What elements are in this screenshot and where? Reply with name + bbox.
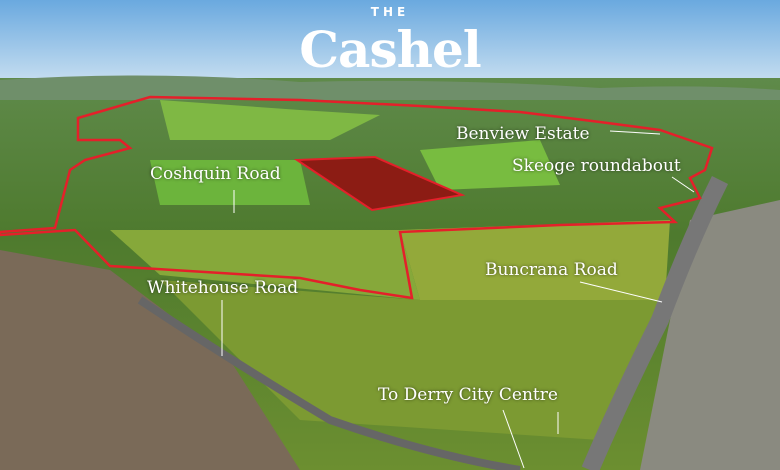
arrows (221, 130, 695, 469)
highlighted-plot (293, 155, 466, 212)
label-whitehouse-road: Whitehouse Road (147, 278, 299, 298)
logo-the: THE (370, 5, 410, 19)
field (160, 100, 380, 140)
whitehouse-road (137, 296, 521, 470)
field (420, 140, 560, 190)
logo-cashel: Cashel (299, 20, 482, 79)
label-benview-estate: Benview Estate (456, 124, 590, 144)
label-skeoge-roundabout: Skeoge roundabout (512, 156, 681, 176)
label-buncrana-road: Buncrana Road (485, 260, 618, 280)
field (110, 230, 420, 300)
sky (0, 0, 780, 90)
housing-left (0, 250, 300, 470)
field (150, 160, 310, 205)
housing-right (640, 200, 780, 470)
site-boundary (0, 95, 714, 300)
field (400, 220, 670, 300)
field (160, 280, 660, 440)
label-to-derry-city-centre: To Derry City Centre (378, 385, 558, 405)
buncrana-road (581, 175, 729, 470)
label-coshquin-road: Coshquin Road (150, 164, 281, 184)
hills (0, 75, 780, 100)
